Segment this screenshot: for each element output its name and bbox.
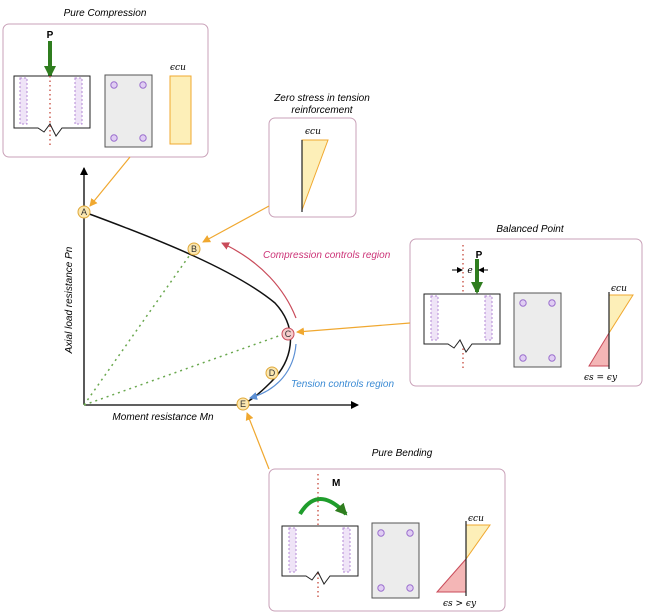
panel-title-line2: reinforcement bbox=[291, 105, 353, 116]
point-b: B bbox=[187, 242, 201, 256]
strain-label: ϵcu bbox=[305, 127, 321, 137]
rebar-right bbox=[484, 295, 493, 341]
panel-zero-stress: Zero stress in tension reinforcement ϵcu bbox=[268, 93, 370, 218]
x-axis-label: Moment resistance Mn bbox=[112, 412, 214, 423]
beam-elevation bbox=[281, 525, 359, 585]
rebar-left bbox=[288, 527, 297, 573]
dotted-line-to-c bbox=[83, 332, 288, 406]
panel-title: Pure Compression bbox=[64, 8, 147, 19]
connector-arrows bbox=[89, 156, 411, 470]
panel-title: Pure Bending bbox=[372, 448, 433, 459]
rebar-right bbox=[342, 527, 351, 573]
connector-balanced bbox=[296, 322, 411, 336]
panel-balanced-point: Balanced Point P e ϵcu ϵs = ϵy bbox=[409, 224, 643, 387]
rebar-left bbox=[19, 77, 28, 125]
panel-title: Balanced Point bbox=[496, 224, 564, 235]
y-axis-label: Axial load resistance Pn bbox=[64, 246, 75, 354]
strain-bottom-label: ϵs = ϵy bbox=[584, 373, 618, 383]
svg-text:A: A bbox=[81, 207, 87, 217]
connector-zero-stress bbox=[202, 205, 270, 243]
svg-text:E: E bbox=[240, 399, 246, 409]
interaction-plot: Axial load resistance Pn Moment resistan… bbox=[64, 167, 394, 423]
cross-section bbox=[513, 292, 562, 368]
moment-arrow bbox=[298, 497, 348, 516]
tension-region-arrow bbox=[249, 343, 297, 400]
panel-pure-compression: Pure Compression P ϵcu bbox=[2, 8, 209, 158]
cross-section bbox=[104, 74, 153, 148]
svg-text:D: D bbox=[269, 368, 276, 378]
strain-bottom-label: ϵs > ϵy bbox=[443, 599, 477, 609]
rebar-left bbox=[430, 295, 439, 341]
panel-pure-bending: Pure Bending M ϵcu ϵs > ϵy bbox=[268, 448, 506, 612]
point-d: D bbox=[265, 366, 279, 380]
cross-section bbox=[371, 522, 420, 599]
connector-pure-compression bbox=[89, 156, 131, 207]
svg-text:B: B bbox=[191, 244, 197, 254]
panel-title-line1: Zero stress in tension bbox=[273, 93, 370, 104]
compression-region-arrow bbox=[221, 242, 297, 319]
tension-region-label: Tension controls region bbox=[291, 379, 394, 390]
moment-label: M bbox=[332, 478, 340, 489]
eccentricity-dimension: e bbox=[452, 266, 488, 276]
strain-top-label: ϵcu bbox=[611, 284, 627, 294]
load-label: P bbox=[476, 250, 483, 261]
dotted-line-to-b bbox=[83, 248, 195, 406]
compression-region-label: Compression controls region bbox=[263, 250, 391, 261]
strain-diagram bbox=[169, 75, 192, 145]
strain-top-label: ϵcu bbox=[468, 514, 484, 524]
eccentricity-label: e bbox=[467, 266, 472, 276]
point-e: E bbox=[236, 397, 250, 411]
interaction-curve bbox=[83, 211, 292, 405]
point-a: A bbox=[77, 205, 91, 219]
rebar-right bbox=[74, 77, 83, 125]
point-c: C bbox=[281, 327, 295, 341]
beam-elevation bbox=[13, 75, 91, 146]
strain-label: ϵcu bbox=[170, 63, 186, 73]
load-label: P bbox=[47, 30, 54, 41]
beam-elevation bbox=[423, 293, 501, 353]
svg-text:C: C bbox=[285, 329, 292, 339]
connector-pure-bending bbox=[245, 412, 270, 470]
